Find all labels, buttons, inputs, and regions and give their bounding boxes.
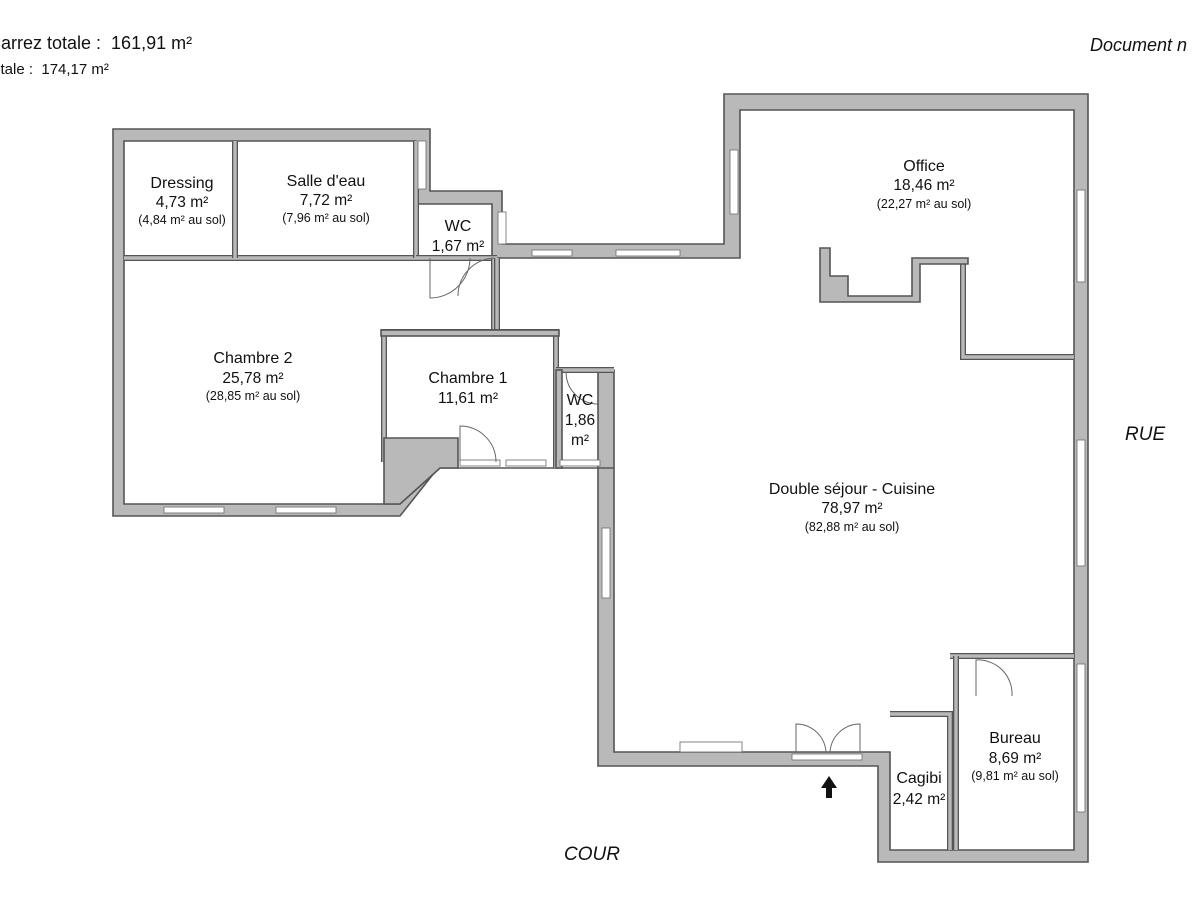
room-salle-eau: Salle d'eau 7,72 m² (7,96 m² au sol) <box>282 173 370 225</box>
room-floor-area: (28,85 m² au sol) <box>206 389 300 403</box>
room-wc-1: WC 1,67 m² <box>432 218 485 255</box>
room-area: 4,73 m² <box>156 194 209 211</box>
room-area: 25,78 m² <box>222 370 283 387</box>
room-area: 1,67 m² <box>432 238 485 255</box>
room-name: WC <box>445 218 472 235</box>
room-name: WC <box>567 392 594 409</box>
room-name: Office <box>903 158 945 175</box>
room-name: Salle d'eau <box>287 173 366 190</box>
room-chambre-2: Chambre 2 25,78 m² (28,85 m² au sol) <box>206 350 300 403</box>
room-wc-2: WC 1,86 m² <box>565 392 595 449</box>
room-floor-area: (4,84 m² au sol) <box>138 213 226 227</box>
windows <box>163 140 1086 813</box>
room-area: 78,97 m² <box>821 500 882 517</box>
partitions <box>124 141 1074 850</box>
doors <box>429 257 1013 753</box>
chambre1-wall-top <box>380 329 560 337</box>
room-dressing: Dressing 4,73 m² (4,84 m² au sol) <box>138 175 226 227</box>
room-area: 8,69 m² <box>989 750 1042 767</box>
room-floor-area: (82,88 m² au sol) <box>805 520 899 534</box>
room-double-sejour: Double séjour - Cuisine 78,97 m² (82,88 … <box>769 481 935 534</box>
room-area: 11,61 m² <box>438 390 498 407</box>
room-area: 18,46 m² <box>893 177 954 194</box>
office-counter <box>819 247 969 303</box>
entrance-arrow-icon <box>821 776 837 798</box>
total-surface: totale : 174,17 m² <box>0 61 109 78</box>
wc-wall-block <box>555 369 563 469</box>
room-office: Office 18,46 m² (22,27 m² au sol) <box>877 158 971 211</box>
courtyard-label: COUR <box>564 844 620 865</box>
room-name: Chambre 2 <box>213 350 292 367</box>
room-bureau: Bureau 8,69 m² (9,81 m² au sol) <box>971 730 1059 783</box>
room-name: Cagibi <box>896 770 941 787</box>
room-chambre-1: Chambre 1 11,61 m² <box>428 370 507 407</box>
room-area-unit: m² <box>571 432 589 449</box>
room-area: 7,72 m² <box>300 192 353 209</box>
room-name: Double séjour - Cuisine <box>769 481 935 498</box>
room-floor-area: (9,81 m² au sol) <box>971 769 1059 783</box>
street-label: RUE <box>1125 424 1166 445</box>
room-name: Dressing <box>150 175 213 192</box>
chambre1-wall-block <box>383 437 459 505</box>
room-floor-area: (7,96 m² au sol) <box>282 211 370 225</box>
room-floor-area: (22,27 m² au sol) <box>877 197 971 211</box>
room-name: Chambre 1 <box>428 370 507 387</box>
document-note: Document n <box>1090 35 1188 55</box>
total-carrez-surface: Carrez totale : 161,91 m² <box>0 33 193 53</box>
room-area: 2,42 m² <box>893 791 946 808</box>
room-cagibi: Cagibi 2,42 m² <box>893 770 946 808</box>
room-area: 1,86 <box>565 412 595 429</box>
room-name: Bureau <box>989 730 1041 747</box>
